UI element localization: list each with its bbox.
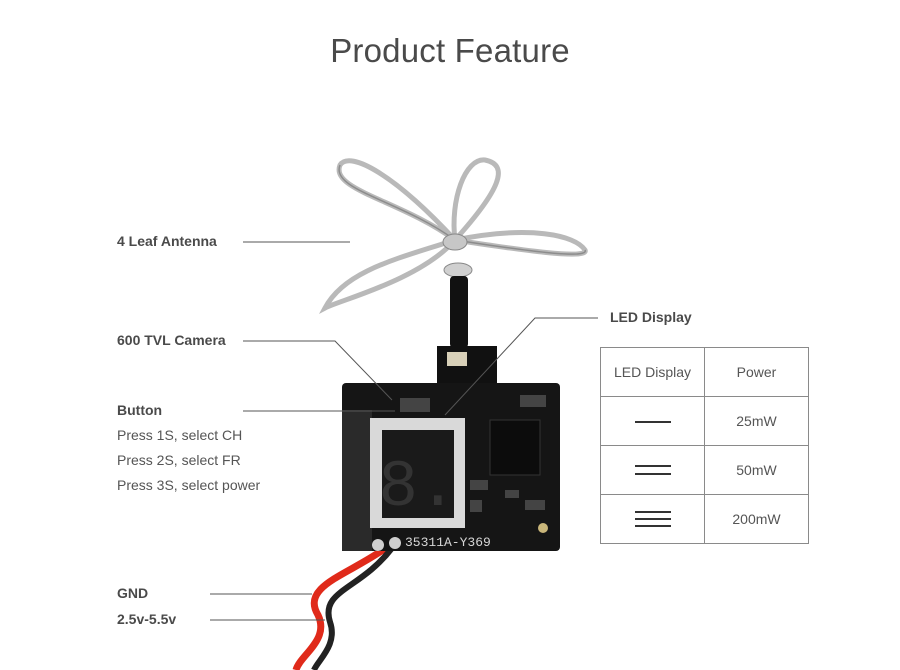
- power-value: 200mW: [704, 494, 809, 544]
- led-display-label: LED Display: [610, 309, 692, 325]
- antenna-label: 4 Leaf Antenna: [117, 233, 217, 249]
- table-row: 25mW: [600, 396, 809, 446]
- power-value: 50mW: [704, 445, 809, 495]
- page-title: Product Feature: [330, 32, 570, 69]
- voltage-label: 2.5v-5.5v: [117, 611, 177, 627]
- gnd-label: GND: [117, 585, 149, 601]
- table-row: 50mW: [600, 445, 809, 495]
- led-bars-2: [600, 445, 705, 495]
- button-desc-3: Press 3S, select power: [117, 477, 261, 493]
- button-label: Button: [117, 402, 163, 418]
- header-led-display: LED Display: [600, 347, 705, 397]
- button-desc-1: Press 1S, select CH: [117, 427, 243, 443]
- table-header-row: LED Display Power: [600, 347, 809, 397]
- power-value: 25mW: [704, 396, 809, 446]
- power-table: LED Display Power 25mW 50mW 200mW: [600, 347, 809, 544]
- board-marking: 35311A-Y369: [405, 535, 491, 550]
- svg-text:8.: 8.: [378, 450, 457, 525]
- table-row: 200mW: [600, 494, 809, 544]
- header-power: Power: [704, 347, 809, 397]
- led-bars-3: [600, 494, 705, 544]
- button-desc-2: Press 2S, select FR: [117, 452, 241, 468]
- led-bars-1: [600, 396, 705, 446]
- camera-label: 600 TVL Camera: [117, 332, 226, 348]
